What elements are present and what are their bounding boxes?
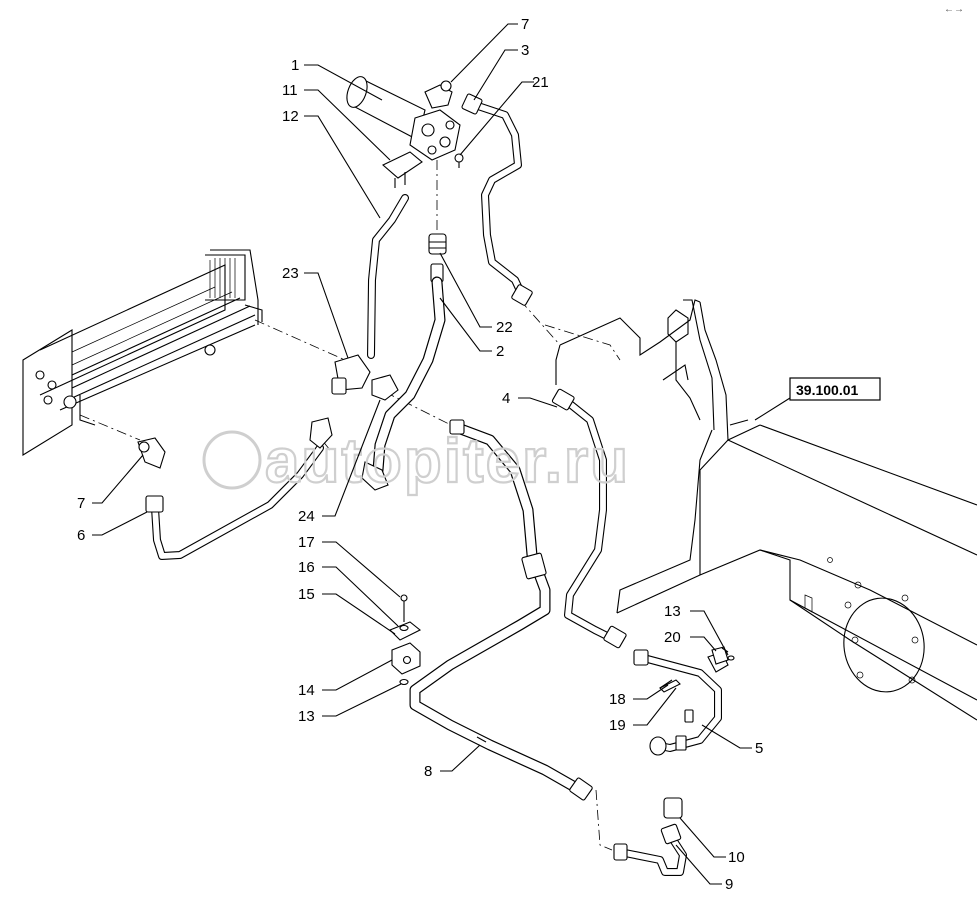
callout-19: 19 [609,717,626,734]
pipe-6 [137,417,333,560]
callout-16: 16 [298,559,315,576]
callout-11: 11 [282,82,298,99]
reference-box[interactable]: 39.100.01 [754,377,881,421]
callout-23: 23 [282,265,299,282]
callout-13-right: 13 [664,603,681,620]
callout-18: 18 [609,691,626,708]
pipe-5 [633,649,729,756]
hose-4 [551,388,627,649]
hose-8 [409,419,593,801]
callout-17: 17 [298,534,315,551]
callout-1: 1 [291,57,299,74]
callout-15: 15 [298,586,315,603]
assembly-lines [79,160,613,851]
callout-labels: 1 7 3 21 11 12 23 22 2 4 7 6 24 17 16 15… [77,16,763,893]
callout-13-left: 13 [298,708,315,725]
callout-6: 6 [77,527,85,544]
callout-22: 22 [496,319,513,336]
callout-5: 5 [755,740,763,757]
bracket-14-15 [389,594,422,686]
clips [659,646,735,689]
callout-20: 20 [664,629,681,646]
callout-9: 9 [725,876,733,893]
callout-7-left: 7 [77,495,85,512]
callout-14: 14 [298,682,315,699]
callout-10: 10 [728,849,745,866]
callout-24: 24 [298,508,315,525]
callout-21: 21 [532,74,549,91]
watermark: autopiter.ru [202,426,630,497]
oil-cooler [22,249,263,456]
callout-12: 12 [282,108,299,125]
callout-3: 3 [521,42,529,59]
hose-12 [367,194,409,359]
pipe-3 [461,93,533,306]
leader-lines [92,23,752,885]
hose-2 [361,233,447,491]
reference-box-label: 39.100.01 [796,382,858,398]
callout-2: 2 [496,343,504,360]
filter-receiver-drier [346,76,464,188]
callout-7-top: 7 [521,16,529,33]
callout-4: 4 [502,390,510,407]
tee-fitting-23 [331,354,399,401]
vehicle-frame [544,299,977,721]
corner-mark: ←→ [944,4,964,15]
callout-8: 8 [424,763,432,780]
pipe-9 [613,797,687,876]
svg-text:autopiter.ru: autopiter.ru [265,427,630,496]
